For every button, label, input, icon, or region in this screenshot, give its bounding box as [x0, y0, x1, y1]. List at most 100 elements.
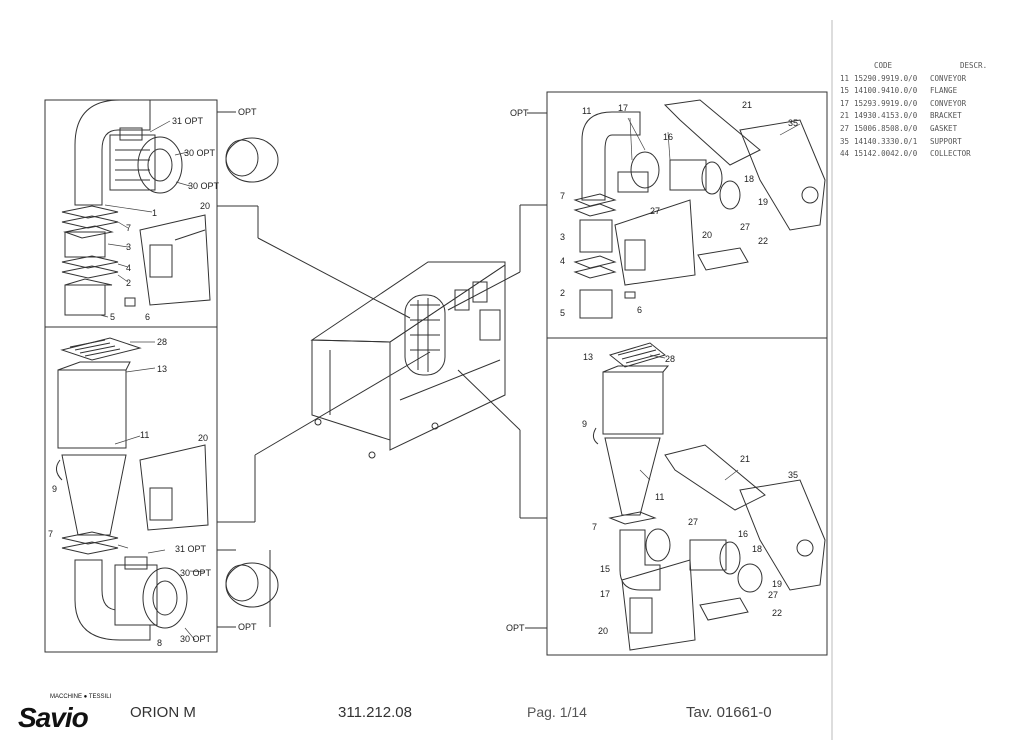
brand-tagline: MACCHINE ● TESSILI — [50, 694, 112, 700]
parts-row: 21 14930.4153.0/0 BRACKET — [840, 110, 1024, 123]
callout: 30 OPT — [180, 568, 212, 578]
callout: 9 — [52, 484, 57, 494]
callout: 7 — [592, 522, 597, 532]
parts-desc: FLANGE — [930, 86, 958, 96]
header-code: CODE — [874, 61, 893, 70]
callout: 30 OPT — [180, 634, 212, 644]
callout: OPT — [510, 108, 529, 118]
callout: 30 OPT — [188, 181, 220, 191]
parts-code: 14140.3330.0/1 — [854, 136, 918, 146]
panel-bottom-right — [546, 337, 828, 656]
parts-pos: 15 — [840, 86, 850, 96]
callout: 31 OPT — [172, 116, 204, 126]
callout: 3 — [126, 242, 131, 252]
callout: 20 — [598, 626, 608, 636]
callout: 4 — [560, 256, 565, 266]
callouts-bottom-right: 13 28 9 21 35 11 7 27 16 18 15 19 27 17 … — [506, 352, 798, 636]
panel-top-right — [546, 91, 828, 339]
callout: 15 — [600, 564, 610, 574]
parts-pos: 11 — [840, 73, 850, 83]
callout: 6 — [637, 305, 642, 315]
callout: 35 — [788, 470, 798, 480]
callout: 13 — [157, 364, 167, 374]
parts-pos: 35 — [840, 136, 850, 146]
parts-pos: 21 — [840, 111, 850, 121]
parts-row: 17 15293.9919.0/0 CONVEYOR — [840, 98, 1024, 111]
callout: 19 — [772, 579, 782, 589]
parts-desc: GASKET — [930, 123, 958, 133]
callout: 11 — [140, 430, 149, 440]
tr-assembly — [573, 99, 826, 319]
callout: 17 — [600, 589, 610, 599]
callout: 7 — [560, 191, 565, 201]
parts-desc: COLLECTOR — [930, 149, 971, 159]
parts-desc: SUPPORT — [930, 136, 962, 146]
model-name: ORION M — [130, 704, 196, 721]
callouts-top-right: OPT 11 17 16 21 35 18 19 27 27 7 3 4 2 5… — [510, 100, 798, 318]
parts-row: 44 15142.0042.0/0 COLLECTOR — [840, 148, 1024, 161]
callout: 22 — [758, 236, 768, 246]
parts-code: 15293.9919.0/0 — [854, 98, 918, 108]
page-number: Pag. 1/14 — [527, 704, 587, 720]
parts-pos: 44 — [840, 149, 850, 159]
callout: 3 — [560, 232, 565, 242]
callout: 28 — [665, 354, 675, 364]
callout: OPT — [238, 107, 257, 117]
callout: OPT — [238, 622, 257, 632]
parts-list-header: CODE DESCR. — [840, 60, 1024, 73]
savio-logo: Savio — [18, 702, 89, 733]
bl-assembly — [56, 337, 279, 641]
drawing-code: 311.212.08 — [338, 704, 412, 721]
br-assembly — [592, 342, 826, 651]
header-descr: DESCR. — [960, 61, 988, 70]
tl-assembly — [61, 99, 279, 316]
callout: 16 — [663, 132, 673, 142]
parts-desc: BRACKET — [930, 111, 962, 121]
callout: 11 — [582, 106, 591, 116]
parts-code: 15290.9919.0/0 — [854, 73, 918, 83]
parts-code: 14930.4153.0/0 — [854, 111, 918, 121]
callout: 5 — [110, 312, 115, 322]
callouts-bottom-left: 28 13 11 9 20 7 31 OPT 30 OPT 30 OPT OPT… — [48, 337, 257, 648]
parts-code: 14100.9410.0/0 — [854, 86, 918, 96]
callout: 18 — [752, 544, 762, 554]
parts-pos: 27 — [840, 123, 850, 133]
callout: 9 — [582, 419, 587, 429]
callouts-top-left: 31 OPT OPT 30 OPT 30 OPT 1 7 3 4 2 5 6 2… — [110, 107, 257, 322]
callout: 7 — [126, 223, 131, 233]
callout: 7 — [48, 529, 53, 539]
parts-desc: CONVEYOR — [930, 73, 967, 83]
callout: 2 — [560, 288, 565, 298]
callout: 19 — [758, 197, 768, 207]
parts-pos: 17 — [840, 98, 850, 108]
parts-code: 15142.0042.0/0 — [854, 149, 918, 159]
parts-row: 35 14140.3330.0/1 SUPPORT — [840, 136, 1024, 149]
parts-desc: CONVEYOR — [930, 98, 967, 108]
callout: 35 — [788, 118, 798, 128]
callout: 30 OPT — [184, 148, 216, 158]
parts-row: 27 15006.8508.0/0 GASKET — [840, 123, 1024, 136]
callout: 22 — [772, 608, 782, 618]
callout: 11 — [655, 492, 664, 502]
machine-overview — [310, 261, 506, 459]
table-number: Tav. 01661-0 — [686, 704, 772, 721]
panel-top-left — [44, 99, 218, 328]
callout: 6 — [145, 312, 150, 322]
parts-row: 11 15290.9919.0/0 CONVEYOR — [840, 73, 1024, 86]
callout: OPT — [506, 623, 525, 633]
parts-row: 15 14100.9410.0/0 FLANGE — [840, 85, 1024, 98]
callout: 20 — [200, 201, 210, 211]
callout: 27 — [740, 222, 750, 232]
callout: 20 — [702, 230, 712, 240]
callout: 27 — [650, 206, 660, 216]
parts-code: 15006.8508.0/0 — [854, 123, 918, 133]
callout: 4 — [126, 263, 131, 273]
callout: 1 — [152, 208, 157, 218]
panel-bottom-left — [44, 326, 218, 653]
callout: 20 — [198, 433, 208, 443]
callout: 2 — [126, 278, 131, 288]
callout: 28 — [157, 337, 167, 347]
